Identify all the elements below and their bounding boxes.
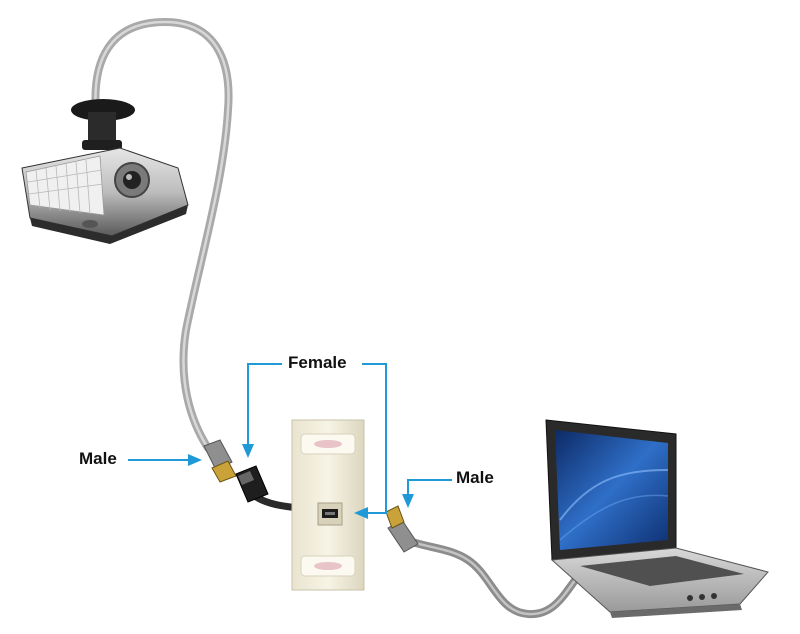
wall-plate-icon (291, 419, 365, 591)
male-right-label: Male (456, 468, 494, 487)
male-left-arrowhead (188, 454, 202, 466)
projector-icon (21, 99, 189, 244)
laptop-icon (545, 419, 769, 618)
female-arrowhead-left (242, 444, 254, 458)
female-callout-right (362, 363, 387, 514)
hdmi-connector-icon (203, 439, 237, 483)
hdmi-connector-icon (385, 505, 419, 553)
male-left-label: Male (79, 449, 117, 468)
female-connector-icon (235, 465, 269, 503)
female-arrowhead-right (354, 507, 368, 519)
male-right-arrowhead (402, 494, 414, 508)
callout-arrows (128, 363, 452, 519)
female-callout-left (247, 363, 282, 446)
female-label: Female (288, 353, 347, 372)
male-right-callout (407, 479, 452, 496)
